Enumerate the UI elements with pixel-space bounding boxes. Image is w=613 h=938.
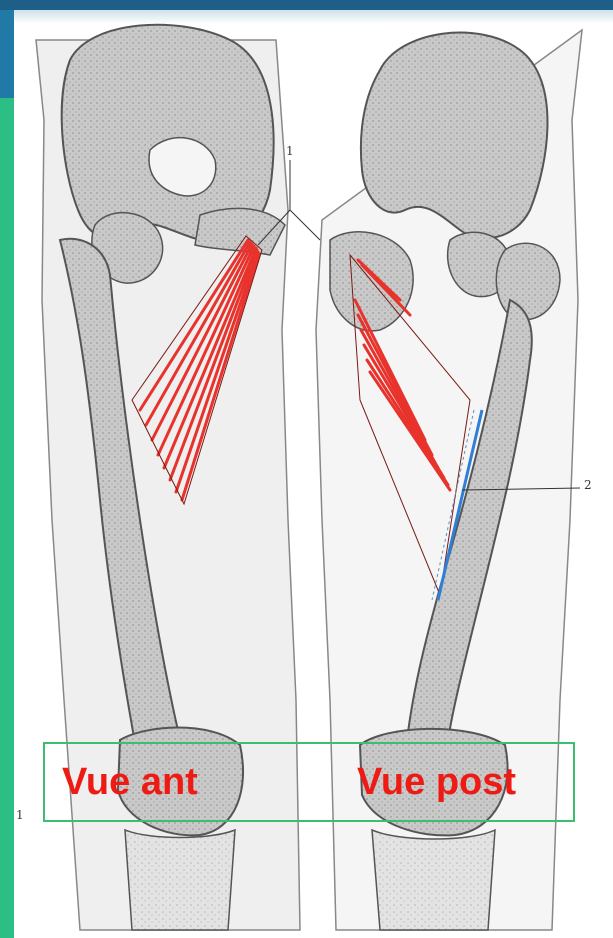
caption-posterior-view: Vue post [357, 762, 516, 802]
callout-label-2: 2 [584, 478, 592, 492]
side-accent-bar-top [0, 0, 14, 98]
right-tibia [372, 830, 495, 930]
top-band [0, 0, 613, 10]
right-hip-bone [361, 33, 548, 239]
caption-anterior-view: Vue ant [62, 762, 198, 802]
callout-label-1: 1 [286, 144, 294, 158]
side-accent-bar [0, 0, 14, 938]
left-pubis [195, 208, 285, 255]
left-tibia [125, 830, 235, 930]
callout-label-1-bottom: 1 [16, 808, 24, 822]
